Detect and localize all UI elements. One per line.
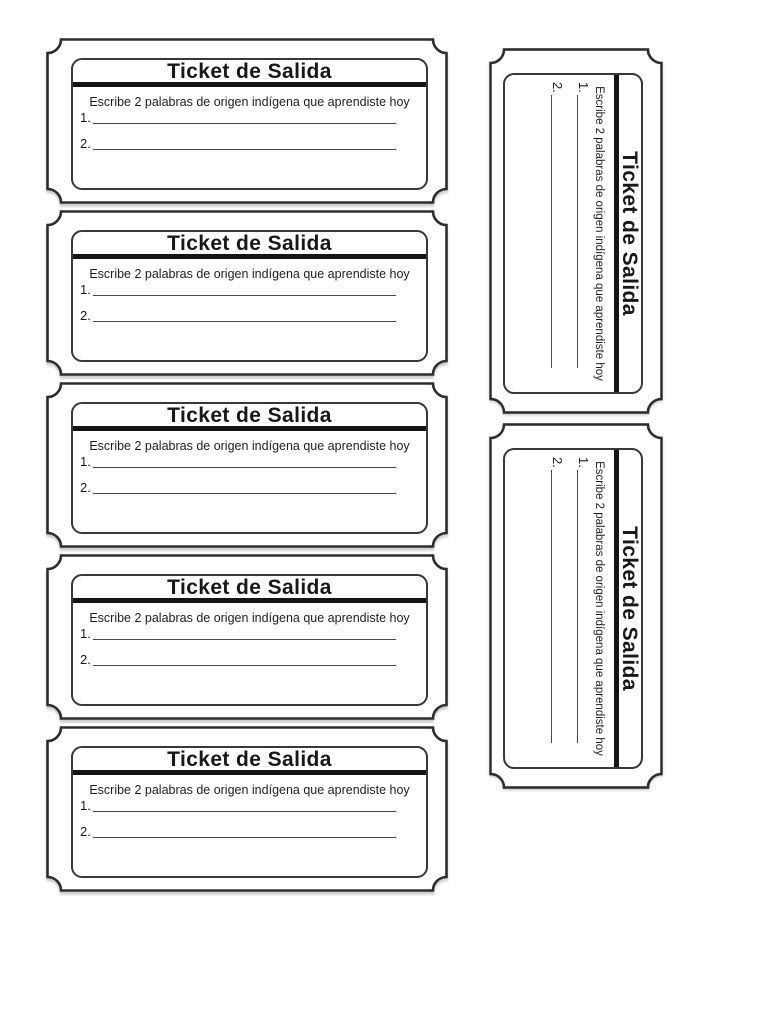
answer-row-2: 2.: [80, 479, 396, 495]
answer-write-line: [92, 799, 396, 812]
title-divider-bar: [73, 82, 426, 87]
answer-write-line: [577, 469, 591, 743]
answer-write-line: [92, 309, 396, 322]
ticket-title: Ticket de Salida: [167, 232, 332, 255]
answer-number-label: 2.: [80, 135, 91, 151]
answer-number-label: 1.: [80, 281, 91, 297]
exit-ticket-rotated: Ticket de Salida Escribe 2 palabras de o…: [489, 48, 663, 414]
answer-write-line: [577, 94, 591, 368]
answer-row-1: 1.: [80, 453, 396, 469]
ticket-title: Ticket de Salida: [167, 404, 332, 427]
answer-number-label: 2.: [80, 307, 91, 323]
answer-write-line: [551, 94, 565, 368]
answer-row-1: 1.: [576, 82, 592, 368]
rotated-ticket-slot-2: Ticket de Salida Escribe 2 palabras de o…: [489, 423, 663, 789]
answer-write-line: [92, 455, 396, 468]
rotated-ticket-slot-1: Ticket de Salida Escribe 2 palabras de o…: [489, 48, 663, 414]
answer-row-2: 2.: [80, 823, 396, 839]
answer-number-label: 2.: [550, 82, 566, 93]
answer-number-label: 1.: [80, 625, 91, 641]
answer-number-label: 1.: [80, 797, 91, 813]
ticket-inner-panel: Ticket de Salida Escribe 2 palabras de o…: [71, 574, 428, 706]
ticket-title: Ticket de Salida: [167, 748, 332, 771]
answer-write-line: [551, 469, 565, 743]
ticket-inner-panel: Ticket de Salida Escribe 2 palabras de o…: [503, 448, 643, 769]
ticket-title: Ticket de Salida: [167, 576, 332, 599]
answer-number-label: 2.: [550, 457, 566, 468]
answer-write-line: [92, 283, 396, 296]
ticket-inner-panel: Ticket de Salida Escribe 2 palabras de o…: [503, 73, 643, 394]
ticket-title: Ticket de Salida: [618, 151, 641, 316]
answer-row-2: 2.: [550, 82, 566, 368]
ticket-title: Ticket de Salida: [167, 60, 332, 83]
ticket-inner-panel: Ticket de Salida Escribe 2 palabras de o…: [71, 58, 428, 190]
answer-write-line: [92, 825, 396, 838]
answer-write-line: [92, 137, 396, 150]
answer-write-line: [92, 111, 396, 124]
title-divider-bar: [73, 254, 426, 259]
answer-row-2: 2.: [80, 651, 396, 667]
ticket-title: Ticket de Salida: [618, 526, 641, 691]
exit-ticket-rotated: Ticket de Salida Escribe 2 palabras de o…: [489, 423, 663, 789]
answer-number-label: 2.: [80, 823, 91, 839]
answer-number-label: 1.: [80, 109, 91, 125]
answer-write-line: [92, 627, 396, 640]
ticket-prompt: Escribe 2 palabras de origen indígena qu…: [593, 461, 606, 756]
answer-number-label: 1.: [576, 457, 592, 468]
exit-ticket-vertical: Ticket de Salida Escribe 2 palabras de o…: [46, 38, 448, 204]
ticket-prompt: Escribe 2 palabras de origen indígena qu…: [89, 94, 410, 109]
ticket-border: [46, 382, 448, 548]
ticket-border: [46, 210, 448, 376]
answer-write-line: [92, 653, 396, 666]
answer-number-label: 2.: [80, 651, 91, 667]
exit-ticket-vertical: Ticket de Salida Escribe 2 palabras de o…: [46, 554, 448, 720]
ticket-prompt: Escribe 2 palabras de origen indígena qu…: [593, 86, 606, 381]
ticket-prompt: Escribe 2 palabras de origen indígena qu…: [89, 610, 410, 625]
answer-row-1: 1.: [80, 797, 396, 813]
answer-row-2: 2.: [80, 307, 396, 323]
answer-row-1: 1.: [80, 625, 396, 641]
answer-number-label: 2.: [80, 479, 91, 495]
left-ticket-stack: Ticket de Salida Escribe 2 palabras de o…: [46, 38, 448, 892]
answer-number-label: 1.: [576, 82, 592, 93]
ticket-inner-panel: Ticket de Salida Escribe 2 palabras de o…: [71, 746, 428, 878]
ticket-prompt: Escribe 2 palabras de origen indígena qu…: [89, 266, 410, 281]
exit-ticket-vertical: Ticket de Salida Escribe 2 palabras de o…: [46, 382, 448, 548]
exit-ticket-vertical: Ticket de Salida Escribe 2 palabras de o…: [46, 210, 448, 376]
exit-ticket-vertical: Ticket de Salida Escribe 2 palabras de o…: [46, 726, 448, 892]
answer-row-1: 1.: [80, 109, 396, 125]
answer-row-1: 1.: [80, 281, 396, 297]
answer-row-2: 2.: [80, 135, 396, 151]
answer-row-1: 1.: [576, 457, 592, 743]
ticket-inner-panel: Ticket de Salida Escribe 2 palabras de o…: [71, 230, 428, 362]
ticket-prompt: Escribe 2 palabras de origen indígena qu…: [89, 438, 410, 453]
ticket-border: [46, 726, 448, 892]
title-divider-bar: [73, 598, 426, 603]
answer-number-label: 1.: [80, 453, 91, 469]
title-divider-bar: [73, 770, 426, 775]
answer-row-2: 2.: [550, 457, 566, 743]
ticket-prompt: Escribe 2 palabras de origen indígena qu…: [89, 782, 410, 797]
ticket-border: [46, 38, 448, 204]
title-divider-bar: [73, 426, 426, 431]
ticket-border: [46, 554, 448, 720]
answer-write-line: [92, 481, 396, 494]
ticket-inner-panel: Ticket de Salida Escribe 2 palabras de o…: [71, 402, 428, 534]
